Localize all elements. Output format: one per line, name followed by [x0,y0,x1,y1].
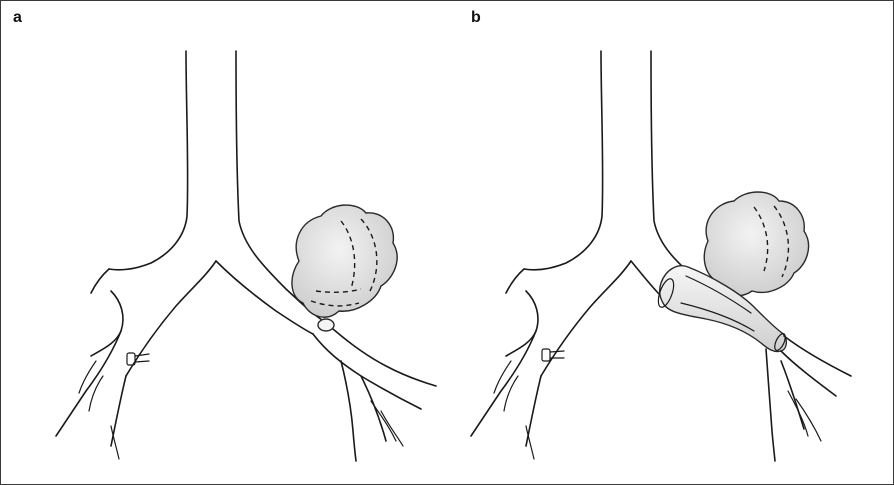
carina [126,261,216,376]
left-branch-1 [91,291,123,356]
trachea-left-wall [524,51,603,270]
left-branch-1 [506,291,538,356]
right-main-bronchus-lower [781,351,836,396]
right-bronchus-inner [631,261,661,296]
right-main-bronchus-outer [326,323,436,386]
lung-mass [292,205,397,317]
bronchial-nodule [318,319,334,331]
small-cuff-b [542,349,550,361]
panel-a-label: a [13,9,22,27]
right-branch-down-1 [766,349,775,461]
right-branch-down-2 [361,376,386,441]
bronchial-tree-drawing-a [41,31,451,463]
panel-b-label: b [471,9,481,27]
right-twig-2 [796,399,821,441]
right-main-bronchus-outer [784,336,851,376]
right-branch-down-2 [781,361,804,429]
left-branch-2 [56,331,121,436]
panel-a-illustration [41,31,451,463]
right-twig-1 [788,391,808,436]
left-twig-2 [504,376,518,411]
right-main-bronchus-lower [313,334,421,409]
lung-mass [704,192,808,296]
left-upper-branch [91,269,109,293]
right-branch-down-1 [341,361,356,461]
trachea-left-wall [109,51,188,270]
left-upper-branch [506,269,524,293]
bronchial-tree-drawing-b [456,31,866,463]
left-twig-2 [89,376,103,411]
right-twig-2 [381,411,403,446]
panel-b-illustration [456,31,866,463]
carina [541,261,631,376]
trachea-right-wall [651,51,696,279]
left-branch-2 [471,331,536,436]
